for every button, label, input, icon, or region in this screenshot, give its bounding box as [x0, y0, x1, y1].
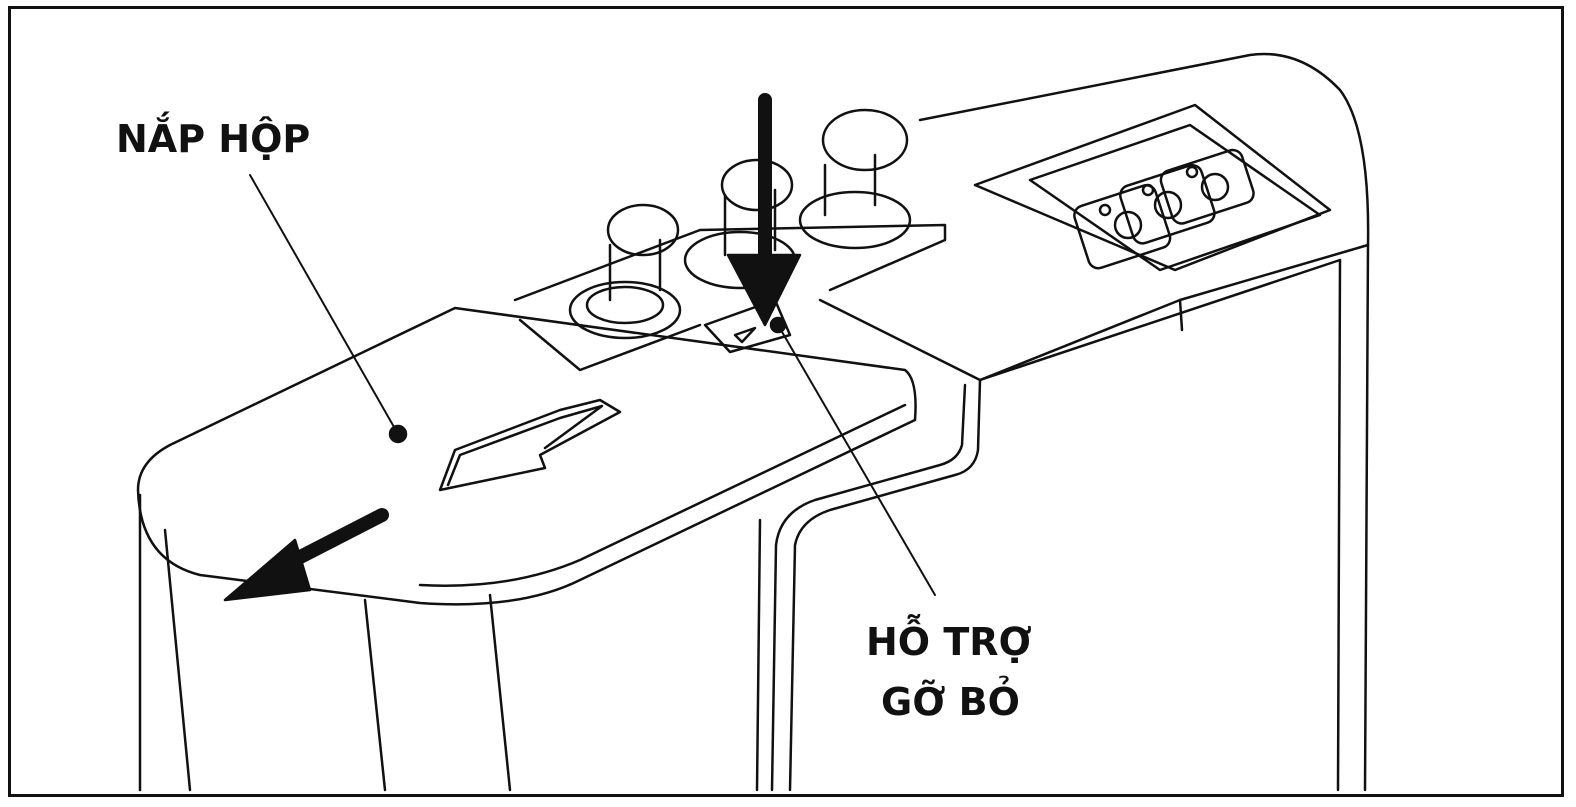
box-lid [136, 306, 917, 792]
push-down-arrow [726, 93, 802, 327]
slide-out-arrow [223, 508, 389, 602]
removal-aid-label-line1: HỖ TRỢ [860, 618, 1038, 666]
main-housing [755, 52, 1370, 792]
control-panel [973, 103, 1332, 272]
hose-connectors [513, 108, 947, 372]
leader-lines [249, 174, 936, 596]
lid-label: NẮP HỘP [110, 115, 317, 163]
removal-aid-label-line2: GỠ BỎ [875, 678, 1026, 726]
